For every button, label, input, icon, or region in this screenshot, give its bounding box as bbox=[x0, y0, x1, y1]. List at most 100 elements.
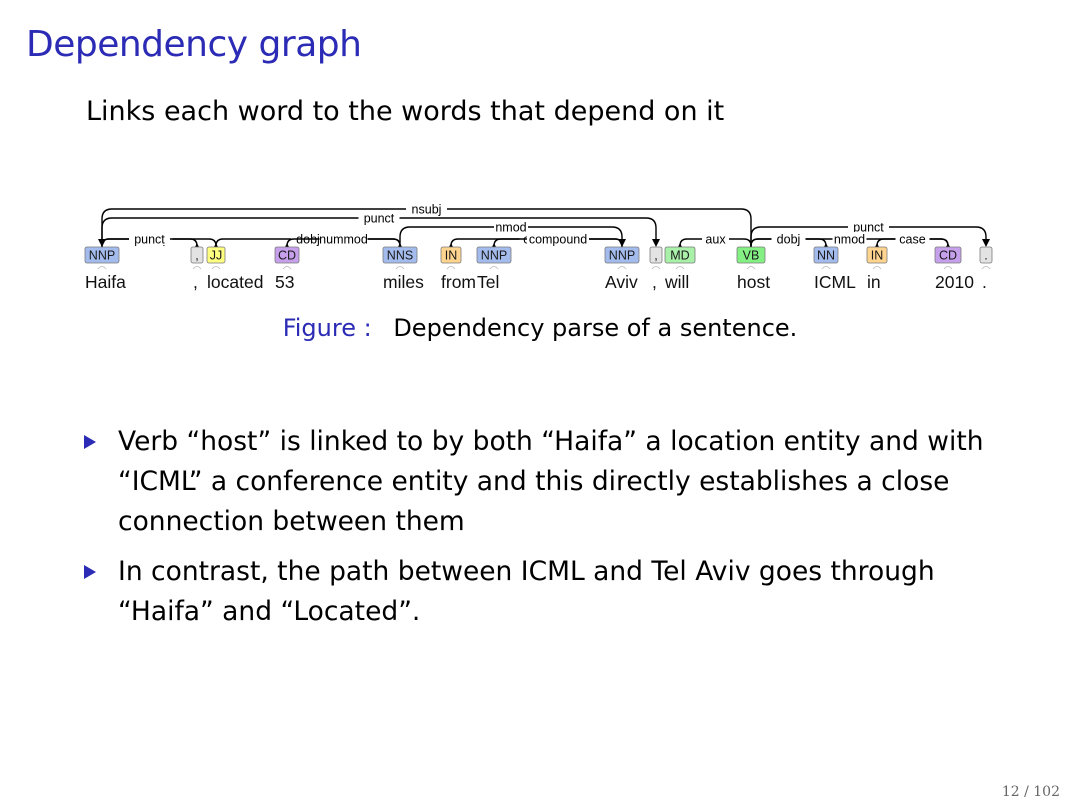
token-word: . bbox=[982, 272, 987, 292]
pos-tag-box bbox=[979, 246, 993, 264]
token-bracket bbox=[981, 266, 991, 270]
pos-tag-label: IN bbox=[871, 249, 884, 263]
token: IN in bbox=[866, 246, 888, 292]
token-word: Aviv bbox=[605, 272, 638, 292]
token-bracket bbox=[821, 266, 831, 270]
dependency-arc: punct bbox=[101, 232, 201, 251]
figure-caption: Figure : Dependency parse of a sentence. bbox=[0, 314, 1080, 342]
arc-label-bg bbox=[129, 232, 170, 245]
token-word: from bbox=[441, 272, 476, 292]
token-bracket bbox=[746, 266, 756, 270]
pos-tag-box bbox=[866, 246, 888, 264]
arc-label: case bbox=[899, 233, 925, 247]
pos-tag-box bbox=[664, 246, 696, 264]
arc-label-bg bbox=[832, 232, 867, 245]
pos-tag-label: NNP bbox=[481, 249, 507, 263]
arc-label-bg bbox=[494, 220, 528, 233]
pos-tag-label: IN bbox=[445, 249, 458, 263]
token-word: 2010 bbox=[935, 272, 974, 292]
token-word: Tel bbox=[477, 272, 499, 292]
pos-tag-box bbox=[813, 246, 839, 264]
arc-label-bg bbox=[771, 232, 806, 245]
token-word: host bbox=[737, 272, 770, 292]
dependency-arc: dobj bbox=[750, 232, 830, 251]
bullet-text: In contrast, the path between ICML and T… bbox=[118, 556, 935, 627]
pos-tag-label: , bbox=[195, 249, 198, 263]
arc-label: nmod bbox=[495, 221, 526, 235]
pos-tag-box bbox=[476, 246, 512, 264]
arc-label-bg bbox=[702, 232, 729, 245]
bullet-item: In contrast, the path between ICML and T… bbox=[84, 552, 1004, 632]
token-bracket bbox=[211, 266, 221, 270]
dependency-arc: compound bbox=[490, 232, 623, 251]
token-bracket bbox=[97, 266, 107, 270]
pos-tag-box bbox=[736, 246, 766, 264]
bullet-text: Verb “host” is linked to by both “Haifa”… bbox=[118, 426, 984, 537]
token: NNP Tel bbox=[476, 246, 512, 292]
arc-label: nsubj bbox=[412, 203, 442, 217]
pos-tag-label: NNP bbox=[609, 249, 635, 263]
token: .. bbox=[979, 246, 993, 292]
slide-title: Dependency graph bbox=[26, 24, 362, 65]
pos-tag-box bbox=[274, 246, 300, 264]
token-bracket bbox=[489, 266, 499, 270]
token-word: located bbox=[207, 272, 263, 292]
arc-label: punct bbox=[364, 212, 395, 226]
token: NNS miles bbox=[382, 246, 424, 292]
pos-tag-label: CD bbox=[278, 249, 296, 263]
arc-label: dobj bbox=[777, 233, 801, 247]
dependency-arc: nmod bbox=[399, 220, 626, 247]
pos-tag-label: CD bbox=[939, 249, 957, 263]
token-bracket bbox=[192, 266, 202, 270]
dependency-arc: aux bbox=[676, 232, 752, 251]
token-word: ICML bbox=[814, 272, 856, 292]
token-bracket bbox=[282, 266, 292, 270]
dependency-arc: nummod bbox=[283, 232, 401, 251]
bullet-triangle-icon bbox=[84, 435, 96, 449]
arc-label: punct bbox=[853, 221, 884, 235]
pos-tag-label: JJ bbox=[210, 249, 223, 263]
token: ,, bbox=[190, 246, 204, 292]
token: CD 53 bbox=[274, 246, 300, 292]
token: CD 2010 bbox=[934, 246, 974, 292]
bullet-item: Verb “host” is linked to by both “Haifa”… bbox=[84, 422, 1004, 542]
token: ,, bbox=[649, 246, 663, 292]
token-bracket bbox=[617, 266, 627, 270]
pos-tag-label: . bbox=[984, 249, 987, 263]
token-word: in bbox=[867, 272, 881, 292]
page-number: 12 / 102 bbox=[1001, 784, 1060, 800]
token-word: will bbox=[664, 272, 689, 292]
pos-tag-box bbox=[382, 246, 418, 264]
pos-tag-box bbox=[934, 246, 962, 264]
pos-tag-box bbox=[84, 246, 120, 264]
arc-label: punct bbox=[134, 233, 165, 247]
token-word: 53 bbox=[275, 272, 294, 292]
arc-label: nummod bbox=[319, 233, 368, 247]
token-word: Haifa bbox=[85, 272, 126, 292]
token: JJ located bbox=[206, 246, 263, 292]
slide-subtitle: Links each word to the words that depend… bbox=[86, 96, 725, 127]
arc-label: aux bbox=[705, 233, 726, 247]
dependency-arc: nsubj bbox=[98, 202, 752, 247]
arc-label-bg bbox=[319, 232, 368, 245]
token-word: , bbox=[193, 272, 198, 292]
pos-tag-label: VB bbox=[743, 249, 760, 263]
arc-label-bg bbox=[895, 232, 930, 245]
token: NNP Aviv bbox=[604, 246, 640, 292]
arc-label-bg bbox=[358, 211, 400, 224]
arc-label: compound bbox=[529, 233, 587, 247]
token-word: , bbox=[652, 272, 657, 292]
token: IN from bbox=[440, 246, 476, 292]
caption-label: Figure : bbox=[282, 314, 372, 342]
token-bracket bbox=[446, 266, 456, 270]
token-bracket bbox=[651, 266, 661, 270]
token-word: miles bbox=[383, 272, 424, 292]
dependency-arc: punct bbox=[750, 220, 990, 247]
token-bracket bbox=[675, 266, 685, 270]
pos-tag-label: NNS bbox=[387, 249, 413, 263]
arc-label-bg bbox=[848, 220, 889, 233]
token-bracket bbox=[395, 266, 405, 270]
